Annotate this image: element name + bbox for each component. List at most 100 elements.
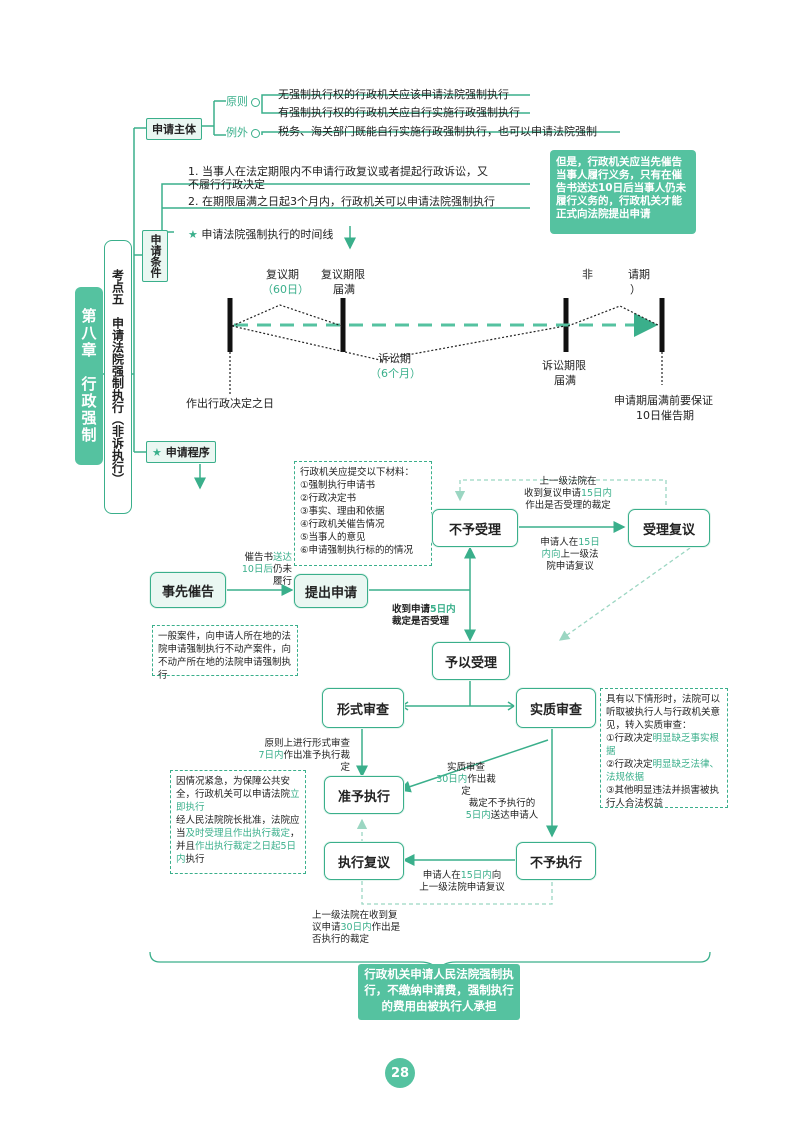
applicant-rule-2: 有强制执行权的行政机关应自行实施行政强制执行 [278,106,520,119]
applicant-note-hl2: 内向 [541,549,561,560]
upper-review-2: 收到复议申请 [523,488,581,499]
receive-2: 裁定是否受理 [392,616,450,627]
exception-label: 例外 [226,126,260,140]
node-reject: 不予受理 [432,509,518,547]
appl-review-hl: 15日内 [460,870,492,881]
node-urge: 事先催告 [150,572,226,608]
node-review: 受理复议 [628,509,710,547]
nonsuit-3: ） [630,283,641,296]
appl-review-1: 申请人在 [422,870,461,881]
upper30-1: 上一级法院在收到复 [312,910,398,921]
applicant-tag: 申请主体 [146,118,202,140]
star-icon: ★ [152,446,162,459]
urgent-2: 经人民法院院长批准，法院应当 [176,815,300,839]
urge-note-hl: 送达 [272,552,292,563]
condition-2: 2. 在期限届满之日起3个月内，行政机关可以申请法院强制执行 [188,195,495,208]
upper-review-1: 上一级法院在 [539,476,597,487]
urgent-hl2: 及时受理且作出执行裁定 [185,828,291,839]
chapter-title: 第八章 行政强制 [75,287,103,465]
star-icon: ★ [188,228,198,241]
urgent-box: 因情况紧急，为保障公共安全，行政机关可以申请法院立即执行 经人民法院院长批准，法… [170,770,306,874]
sub-cond-3: ③其他明显违法并损害被执行人合法权益 [606,785,720,809]
sub-note-hl: 30日内 [436,774,468,785]
receive-1: 收到申请 [392,604,431,615]
node-formal: 形式审查 [322,688,404,728]
materials-line: ④行政机关催告情况 [300,519,385,530]
upper30-4: 否执行的裁定 [312,934,370,945]
node-accept: 予以受理 [432,642,510,680]
warn-2: 10日催告期 [636,409,694,422]
urgent-hl3: 作出执行裁定之日起5日内 [176,841,297,865]
urge-note-4: 履行 [272,576,292,587]
sub-cond-2a: ②行政决定 [606,759,653,770]
applicant-rule-3: 税务、海关部门既能自行实施行政强制执行，也可以申请法院强制 [278,125,597,138]
materials-box: 行政机关应提交以下材料： ①强制执行申请书 ②行政决定书 ③事实、理由和依据 ④… [294,461,432,566]
lawsuit-end-2: 届满 [554,374,576,387]
node-exec-review: 执行复议 [324,842,404,880]
sub-cond-2b: 明显缺乏法律、法规依据 [606,759,720,783]
nonsuit-2: 请期 [628,268,650,281]
formal-note-1: 原则上进行形式审查 [264,738,350,749]
urge-note-1: 催告书 [244,552,273,563]
collapse-icon [251,97,260,107]
principle-text: 原则 [226,95,248,108]
cost-box: 行政机关申请人民法院强制执行，不缴纳申请费，强制执行的费用由被执行人承担 [358,964,520,1020]
urgent-hl1: 立即执行 [176,789,300,813]
principle-label: 原则 [226,95,260,109]
upper-review-hl: 15日内 [580,488,613,499]
upper30-2: 议申请 [312,922,341,933]
urge-note-3: 仍未 [272,564,292,575]
materials-line: 行政机关应提交以下材料： [300,467,415,478]
node-substantive: 实质审查 [516,688,596,728]
upper-review-3: 作出是否受理的裁定 [525,500,611,511]
materials-line: ⑥申请强制执行标的的情况 [300,545,414,556]
sub-cond-1a: ①行政决定 [606,733,653,744]
applicant-rule-1: 无强制执行权的行政机关应该申请法院强制执行 [278,88,509,101]
lawsuit-period-label: 诉讼期 [378,352,411,365]
nonsuit-1: 非 [582,268,593,281]
review-end-1: 复议期限 [321,268,365,281]
procedure-title: 申请程序 [165,446,210,459]
substantive-note: 实质审查 30日内作出裁定 [436,762,496,798]
materials-line: ①强制执行申请书 [300,480,376,491]
lawsuit-end-1: 诉讼期限 [542,359,586,372]
upper30-hl: 30日内 [340,922,372,933]
applicant-review-note: 申请人在15日 内向上一级法 院申请复议 [534,537,606,573]
lawsuit-months: （6个月） [370,367,421,380]
condition-1a: 1. 当事人在法定期限内不申请行政复议或者提起行政诉讼，又 [188,165,488,178]
appl-review-2: 向 [491,870,502,881]
decision-day-label: 作出行政决定之日 [186,397,274,410]
timeline-title: ★ 申请法院强制执行的时间线 [188,228,333,242]
sub-cond-0: 具有以下情形时，法院可以听取被执行人与行政机关意见，转入实质审查： [606,694,721,731]
appl-review-note: 申请人在15日内向 上一级法院申请复议 [410,870,514,894]
noenf-note-2: 送达申请人 [490,810,539,821]
materials-line: ②行政决定书 [300,493,357,504]
node-no-enforce: 不予执行 [516,842,596,880]
exception-text: 例外 [226,126,248,139]
noenf-note-hl: 5日内 [465,810,491,821]
formal-note-hl: 7日内 [258,750,284,761]
procedure-tag: ★ 申请程序 [146,441,216,463]
review-end-2: 届满 [333,283,355,296]
urgent-3: ，并且 [176,828,300,852]
conditions-tag: 申请条件 [142,230,168,282]
materials-line: ⑤当事人的意见 [300,532,366,543]
applicant-note-1: 申请人在 [540,537,579,548]
receive-hl: 5日内 [430,604,456,615]
urge-callout: 但是，行政机关应当先催告当事人履行义务，只有在催告书送达10日后当事人仍未履行义… [550,150,696,234]
jurisdiction-box: 一般案件，向申请人所在地的法院申请强制执行不动产案件，向不动产所在地的法院申请强… [152,625,298,681]
noenf-note-1: 裁定不予执行的 [468,798,536,809]
sub-cond-1b: 明显缺乏事实根据 [606,733,720,757]
appl-review-3: 上一级法院申请复议 [419,882,505,893]
condition-1b: 不履行行政决定 [188,178,265,191]
upper30-note: 上一级法院在收到复 议申请30日内作出是 否执行的裁定 [312,910,422,946]
applicant-note-3: 院申请复议 [546,561,594,572]
sub-note-2: 作出裁定 [461,774,496,797]
applicant-note-hl1: 15日 [578,537,600,548]
warn-1: 申请期届满前要保证 [614,394,713,407]
substantive-conditions-box: 具有以下情形时，法院可以听取被执行人与行政机关意见，转入实质审查： ①行政决定明… [600,688,728,809]
review-period-label: 复议期 [266,268,299,281]
receive-note: 收到申请5日内 裁定是否受理 [392,604,456,628]
topic-title: 考点五 申请法院强制执行（非诉执行） [104,240,132,514]
sub-note-1: 实质审查 [446,762,485,773]
